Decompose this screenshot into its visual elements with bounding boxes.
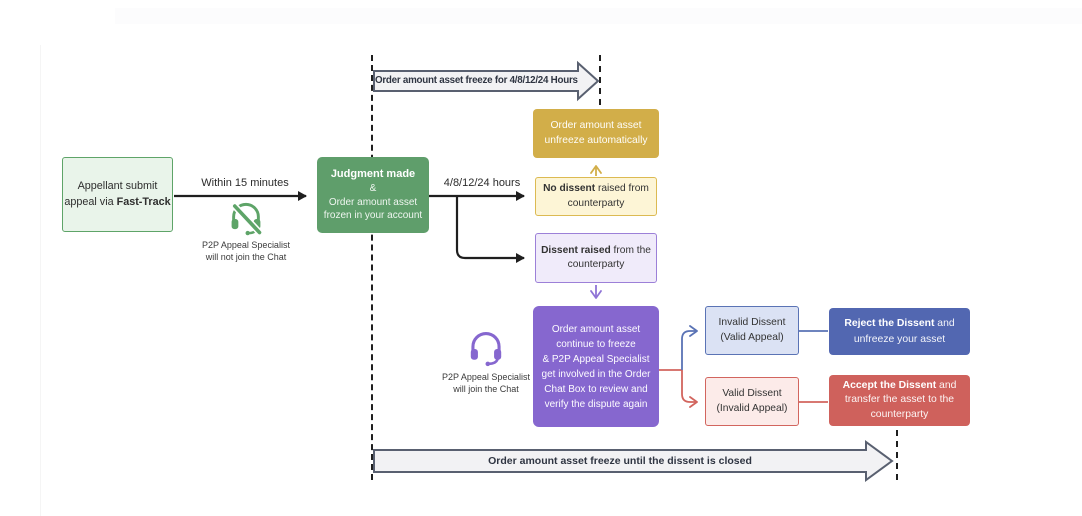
appellant-node: Appellant submit appeal via Fast-Track (62, 157, 173, 232)
continue-line1: Order amount asset (551, 323, 641, 335)
unfreeze-line2: unfreeze automatically (544, 134, 648, 146)
judgment-node: Judgment made & Order amount asset froze… (317, 157, 429, 233)
specialist-absent-line1: P2P Appeal Specialist (202, 240, 290, 250)
dissent-line1: Dissent raised from the (536, 244, 656, 258)
judgment-amp: & (369, 183, 377, 195)
connector-branch-invalid (681, 325, 698, 370)
accept-bold: Accept the Dissent (842, 379, 937, 391)
specialist-join-line2: will join the Chat (453, 384, 519, 395)
appellant-line1: Appellant submit (77, 180, 158, 193)
appellant-line2: appeal via Fast-Track (63, 195, 172, 210)
top-banner-label: Order amount asset freeze for 4/8/12/24 … (375, 75, 578, 86)
continue-line5: Chat Box to review and (544, 383, 648, 395)
no-dissent-line1: No dissent raised from (536, 182, 656, 196)
continue-freeze-node: Order amount asset continue to freeze & … (533, 306, 659, 427)
continue-line6: verify the dispute again (544, 398, 648, 410)
reject-dissent-node: Reject the Dissent and unfreeze your ass… (829, 308, 970, 355)
headset-icon (467, 330, 505, 373)
no-dissent-node: No dissent raised from counterparty (535, 177, 657, 216)
unfreeze-auto-node: Order amount asset unfreeze automaticall… (533, 109, 659, 158)
reject-line2: unfreeze your asset (853, 333, 946, 345)
specialist-join-caption: P2P Appeal Specialist will join the Chat (426, 371, 546, 395)
continue-line2: continue to freeze (556, 338, 636, 350)
invalid-dissent-line2: (Valid Appeal) (720, 331, 784, 343)
hours-label: 4/8/12/24 hours (443, 177, 521, 189)
judgment-title: Judgment made (330, 168, 416, 181)
accept-dissent-node: Accept the Dissent and transfer the asse… (829, 375, 970, 426)
no-dissent-bold: No dissent (543, 183, 596, 195)
accept-line2: transfer the asset to the (844, 394, 955, 406)
valid-dissent-node: Valid Dissent (Invalid Appeal) (705, 377, 799, 426)
connector-branch-valid (681, 370, 698, 408)
appellant-fast-track: Fast-Track (116, 195, 171, 208)
no-dissent-rest: raised from (595, 183, 649, 195)
appellant-line2-text: appeal via (64, 195, 117, 208)
headset-muted-icon (228, 201, 264, 242)
reject-bold: Reject the Dissent (844, 318, 935, 330)
dissent-raised-node: Dissent raised from the counterparty (535, 233, 657, 283)
accept-line1: Accept the Dissent and (829, 379, 970, 394)
specialist-join-line1: P2P Appeal Specialist (442, 372, 530, 382)
page-edge-line (40, 45, 41, 516)
judgment-line2: Order amount asset (328, 196, 418, 208)
no-dissent-line2: counterparty (567, 197, 625, 209)
specialist-absent-line2: will not join the Chat (205, 252, 287, 263)
dissent-line2: counterparty (567, 259, 625, 270)
within-15-minutes-label: Within 15 minutes (201, 177, 289, 189)
continue-line3: & P2P Appeal Specialist (542, 353, 650, 365)
specialist-absent-caption: P2P Appeal Specialist will not join the … (186, 239, 306, 263)
valid-dissent-line1: Valid Dissent (722, 387, 782, 399)
invalid-dissent-node: Invalid Dissent (Valid Appeal) (705, 306, 799, 355)
continue-line4: get involved in the Order (541, 368, 651, 380)
accept-rest: and (936, 379, 957, 391)
reject-line1: Reject the Dissent and (829, 316, 970, 331)
accept-line3: counterparty (870, 408, 929, 420)
reject-rest: and (934, 318, 955, 330)
bottom-banner-label: Order amount asset freeze until the diss… (488, 455, 752, 467)
dissent-rest: from the (610, 244, 651, 256)
dotted-guide-top-right (599, 55, 601, 105)
judgment-line3: frozen in your account (323, 210, 423, 222)
dotted-guide-bottom-right (896, 430, 898, 480)
dissent-bold: Dissent raised (541, 244, 611, 256)
page-top-band (115, 8, 1082, 24)
valid-dissent-line2: (Invalid Appeal) (716, 402, 788, 414)
unfreeze-line1: Order amount asset (550, 120, 642, 132)
invalid-dissent-line1: Invalid Dissent (718, 316, 786, 328)
connector-judgment-dissent (455, 197, 525, 263)
dotted-guide-left (371, 55, 373, 480)
